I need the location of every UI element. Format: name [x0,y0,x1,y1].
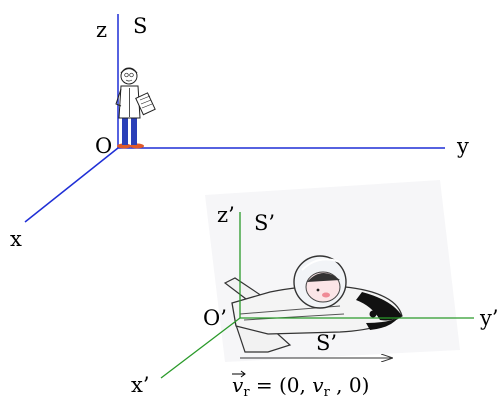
velocity-equals: = (0, [250,373,313,397]
velocity-subscript: r [243,385,250,400]
velocity-middle-subscript: r [324,385,331,400]
s-prime-y-label: y’ [479,306,499,330]
frame-s: z S O y x [10,14,469,251]
s-prime-frame-label: S’ [254,211,275,235]
velocity-middle-symbol: v [312,373,324,397]
s-x-axis [24,147,119,223]
s-origin-label: O [95,134,112,158]
s-z-label: z [96,18,107,42]
velocity-vector: vr = (0, vr , 0) [232,358,392,400]
s-prime-x-axis [160,317,241,379]
s-prime-z-label: z’ [217,203,235,227]
velocity-tail: , 0) [330,373,370,397]
s-frame-label: S [133,14,147,38]
s-x-label: x [10,227,22,251]
space-shuttle-with-astronaut-icon [205,180,460,362]
s-y-label: y [456,134,469,158]
s-prime-x-label: x’ [131,373,150,397]
velocity-equation: vr = (0, vr , 0) [232,373,369,400]
s-prime-ship-label: S’ [316,331,337,355]
scientist-with-clipboard-icon [115,67,156,149]
s-prime-origin-label: O’ [203,306,227,330]
velocity-symbol: v [232,373,244,397]
frame-s-prime: z’ S’ O’ y’ x’ S’ [131,203,499,397]
